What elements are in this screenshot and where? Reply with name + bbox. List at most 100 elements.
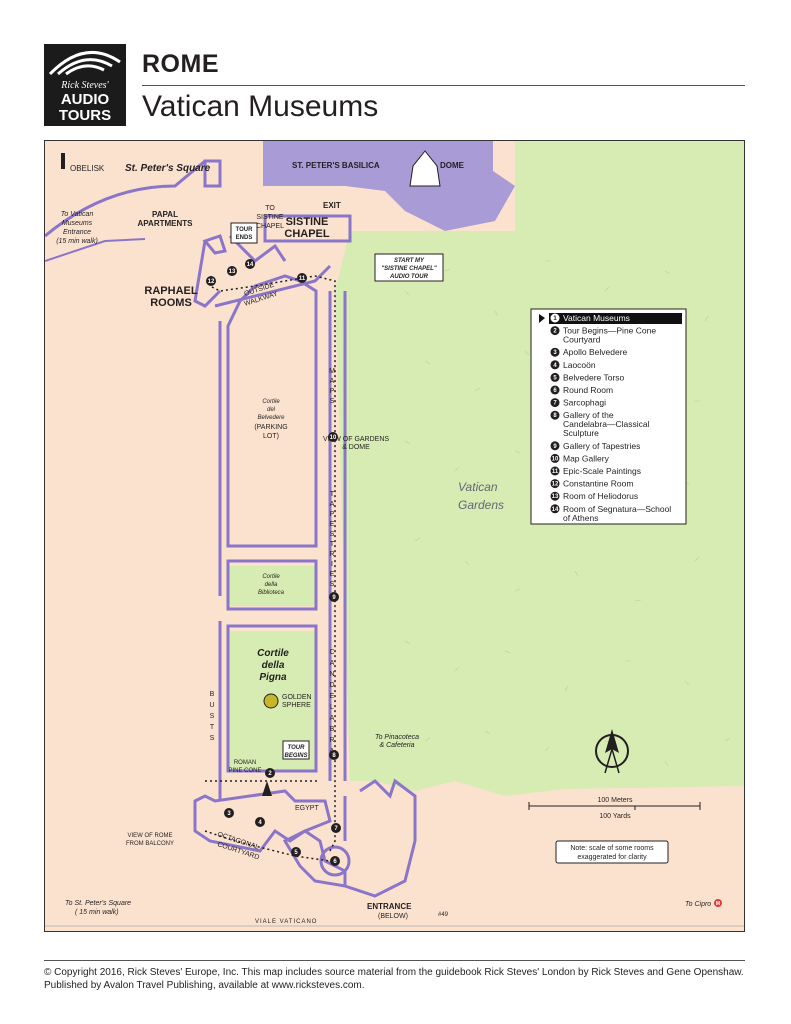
legend-number: 3 bbox=[553, 350, 557, 356]
tour-ends-box bbox=[230, 222, 258, 244]
candelabra-letter: R bbox=[329, 737, 334, 744]
legend-label: Constantine Room bbox=[563, 479, 633, 489]
tour-route bbox=[204, 275, 336, 862]
stop-markers: 2 3 4 5 6 7 8 9 10 11 12 13 14 bbox=[206, 259, 341, 866]
golden-sphere-icon bbox=[263, 693, 279, 709]
cortile-biblioteca-line2: della bbox=[265, 582, 278, 588]
to-entrance-line4: (15 min walk) bbox=[56, 238, 98, 245]
to-entrance-line3: Entrance bbox=[63, 229, 91, 236]
svg-text:4: 4 bbox=[258, 820, 262, 826]
busts-letter: S bbox=[210, 735, 215, 742]
legend-number-marker bbox=[550, 372, 560, 382]
stop-marker-5: 5 bbox=[291, 847, 301, 857]
legend-number: 6 bbox=[553, 388, 557, 394]
legend-number: 9 bbox=[553, 444, 557, 450]
city-heading: ROME bbox=[142, 50, 219, 78]
tapestries-letter: S bbox=[330, 581, 335, 588]
cortile-belvedere-line1: Cortile bbox=[262, 399, 280, 405]
legend-number-marker bbox=[550, 410, 560, 420]
scale-note-box bbox=[555, 840, 669, 864]
papal-line2: APARTMENTS bbox=[138, 219, 194, 228]
legend-number: 13 bbox=[552, 494, 559, 500]
legend-number-marker bbox=[550, 313, 560, 323]
cortile-pigna-line2: della bbox=[262, 660, 285, 671]
tapestries-letter: A bbox=[330, 501, 335, 508]
svg-text:8: 8 bbox=[332, 753, 336, 759]
tapestries-letter: E bbox=[330, 571, 335, 578]
to-sistine-line2: SISTINE bbox=[256, 214, 284, 221]
tapestries-letter: T bbox=[330, 541, 335, 548]
svg-text:9: 9 bbox=[332, 595, 336, 601]
rick-steves-audio-tours-logo: Rick Steves' AUDIO TOURS bbox=[44, 44, 126, 126]
bus-label: #49 bbox=[438, 912, 449, 918]
map-frame: OBELISK St. Peter's Square ST. PETER'S B… bbox=[44, 140, 745, 932]
scale-note-line2: exaggerated for clarity bbox=[577, 854, 647, 861]
cortile-belvedere-line3: Belvedere bbox=[257, 415, 285, 421]
vatican-gardens-line2: Gardens bbox=[458, 498, 504, 512]
dome-label: DOME bbox=[440, 161, 465, 170]
scale-note-line1: Note: scale of some rooms bbox=[570, 845, 654, 852]
stop-marker-4: 4 bbox=[255, 817, 265, 827]
candelabra-letter: N bbox=[329, 671, 334, 678]
page-title: Vatican Museums bbox=[142, 90, 379, 123]
legend-number-marker bbox=[550, 441, 560, 451]
legend-label: Vatican Museums bbox=[563, 313, 630, 323]
start-line3: AUDIO TOUR bbox=[389, 274, 429, 280]
legend-number-marker bbox=[550, 466, 560, 476]
street-label: VIALE VATICANO bbox=[255, 919, 317, 925]
vatican-museums-map: OBELISK St. Peter's Square ST. PETER'S B… bbox=[45, 141, 744, 931]
egypt-label: EGYPT bbox=[295, 805, 319, 812]
legend-label: Candelabra—Classical bbox=[563, 419, 650, 429]
header-divider bbox=[142, 85, 745, 86]
to-square-line2: ( 15 min walk) bbox=[75, 909, 119, 916]
legend-number: 12 bbox=[552, 482, 559, 488]
stop-marker-14: 14 bbox=[245, 259, 255, 269]
scale-yards-label: 100 Yards bbox=[599, 813, 631, 820]
busts-letter: B bbox=[210, 691, 215, 698]
legend-number-marker bbox=[550, 398, 560, 408]
legend-number-marker bbox=[550, 347, 560, 357]
sistine-line2: CHAPEL bbox=[284, 228, 330, 240]
svg-text:14: 14 bbox=[247, 262, 254, 268]
busts-letter: S bbox=[210, 713, 215, 720]
candelabra-letter: D bbox=[329, 682, 334, 689]
scale-meters-label: 100 Meters bbox=[597, 797, 633, 804]
vatican-gardens-line1: Vatican bbox=[458, 480, 498, 494]
view-rome-line1: VIEW OF ROME bbox=[128, 833, 173, 839]
tour-begins-line2: BEGINS bbox=[284, 753, 307, 759]
raphael-line1: RAPHAEL bbox=[144, 285, 197, 297]
legend-number-marker bbox=[550, 385, 560, 395]
cortile-pigna-line1: Cortile bbox=[257, 648, 289, 659]
cortile-belvedere-line4: (PARKING bbox=[254, 424, 287, 431]
svg-text:7: 7 bbox=[334, 826, 338, 832]
footer-divider bbox=[44, 960, 745, 961]
to-entrance-line1: To Vatican bbox=[61, 211, 94, 218]
stop-marker-3: 3 bbox=[224, 808, 234, 818]
north-arrow-icon bbox=[595, 729, 629, 774]
tour-ends-line2: ENDS bbox=[236, 235, 253, 241]
svg-text:10: 10 bbox=[330, 435, 337, 441]
raphael-line2: ROOMS bbox=[150, 297, 192, 309]
busts-letter: T bbox=[210, 724, 215, 731]
pinacoteca-line2: & Cafeteria bbox=[379, 742, 414, 749]
cortile-biblioteca-line3: Biblioteca bbox=[258, 590, 285, 596]
copyright-text: © Copyright 2016, Rick Steves' Europe, I… bbox=[44, 967, 744, 991]
colonnade-arc bbox=[45, 238, 146, 262]
legend-label: Epic-Scale Paintings bbox=[563, 466, 641, 476]
busts-vertical-label: B U S T S bbox=[209, 691, 214, 742]
legend-number: 11 bbox=[552, 469, 559, 475]
sistine-line1: SISTINE bbox=[286, 216, 329, 228]
to-entrance-line2: Museums bbox=[62, 220, 93, 227]
legend-number: 8 bbox=[553, 413, 557, 419]
tapestries-vertical-label: T A P E S T R I E S bbox=[329, 491, 334, 588]
legend-label: Tour Begins—Pine Cone bbox=[563, 326, 656, 336]
